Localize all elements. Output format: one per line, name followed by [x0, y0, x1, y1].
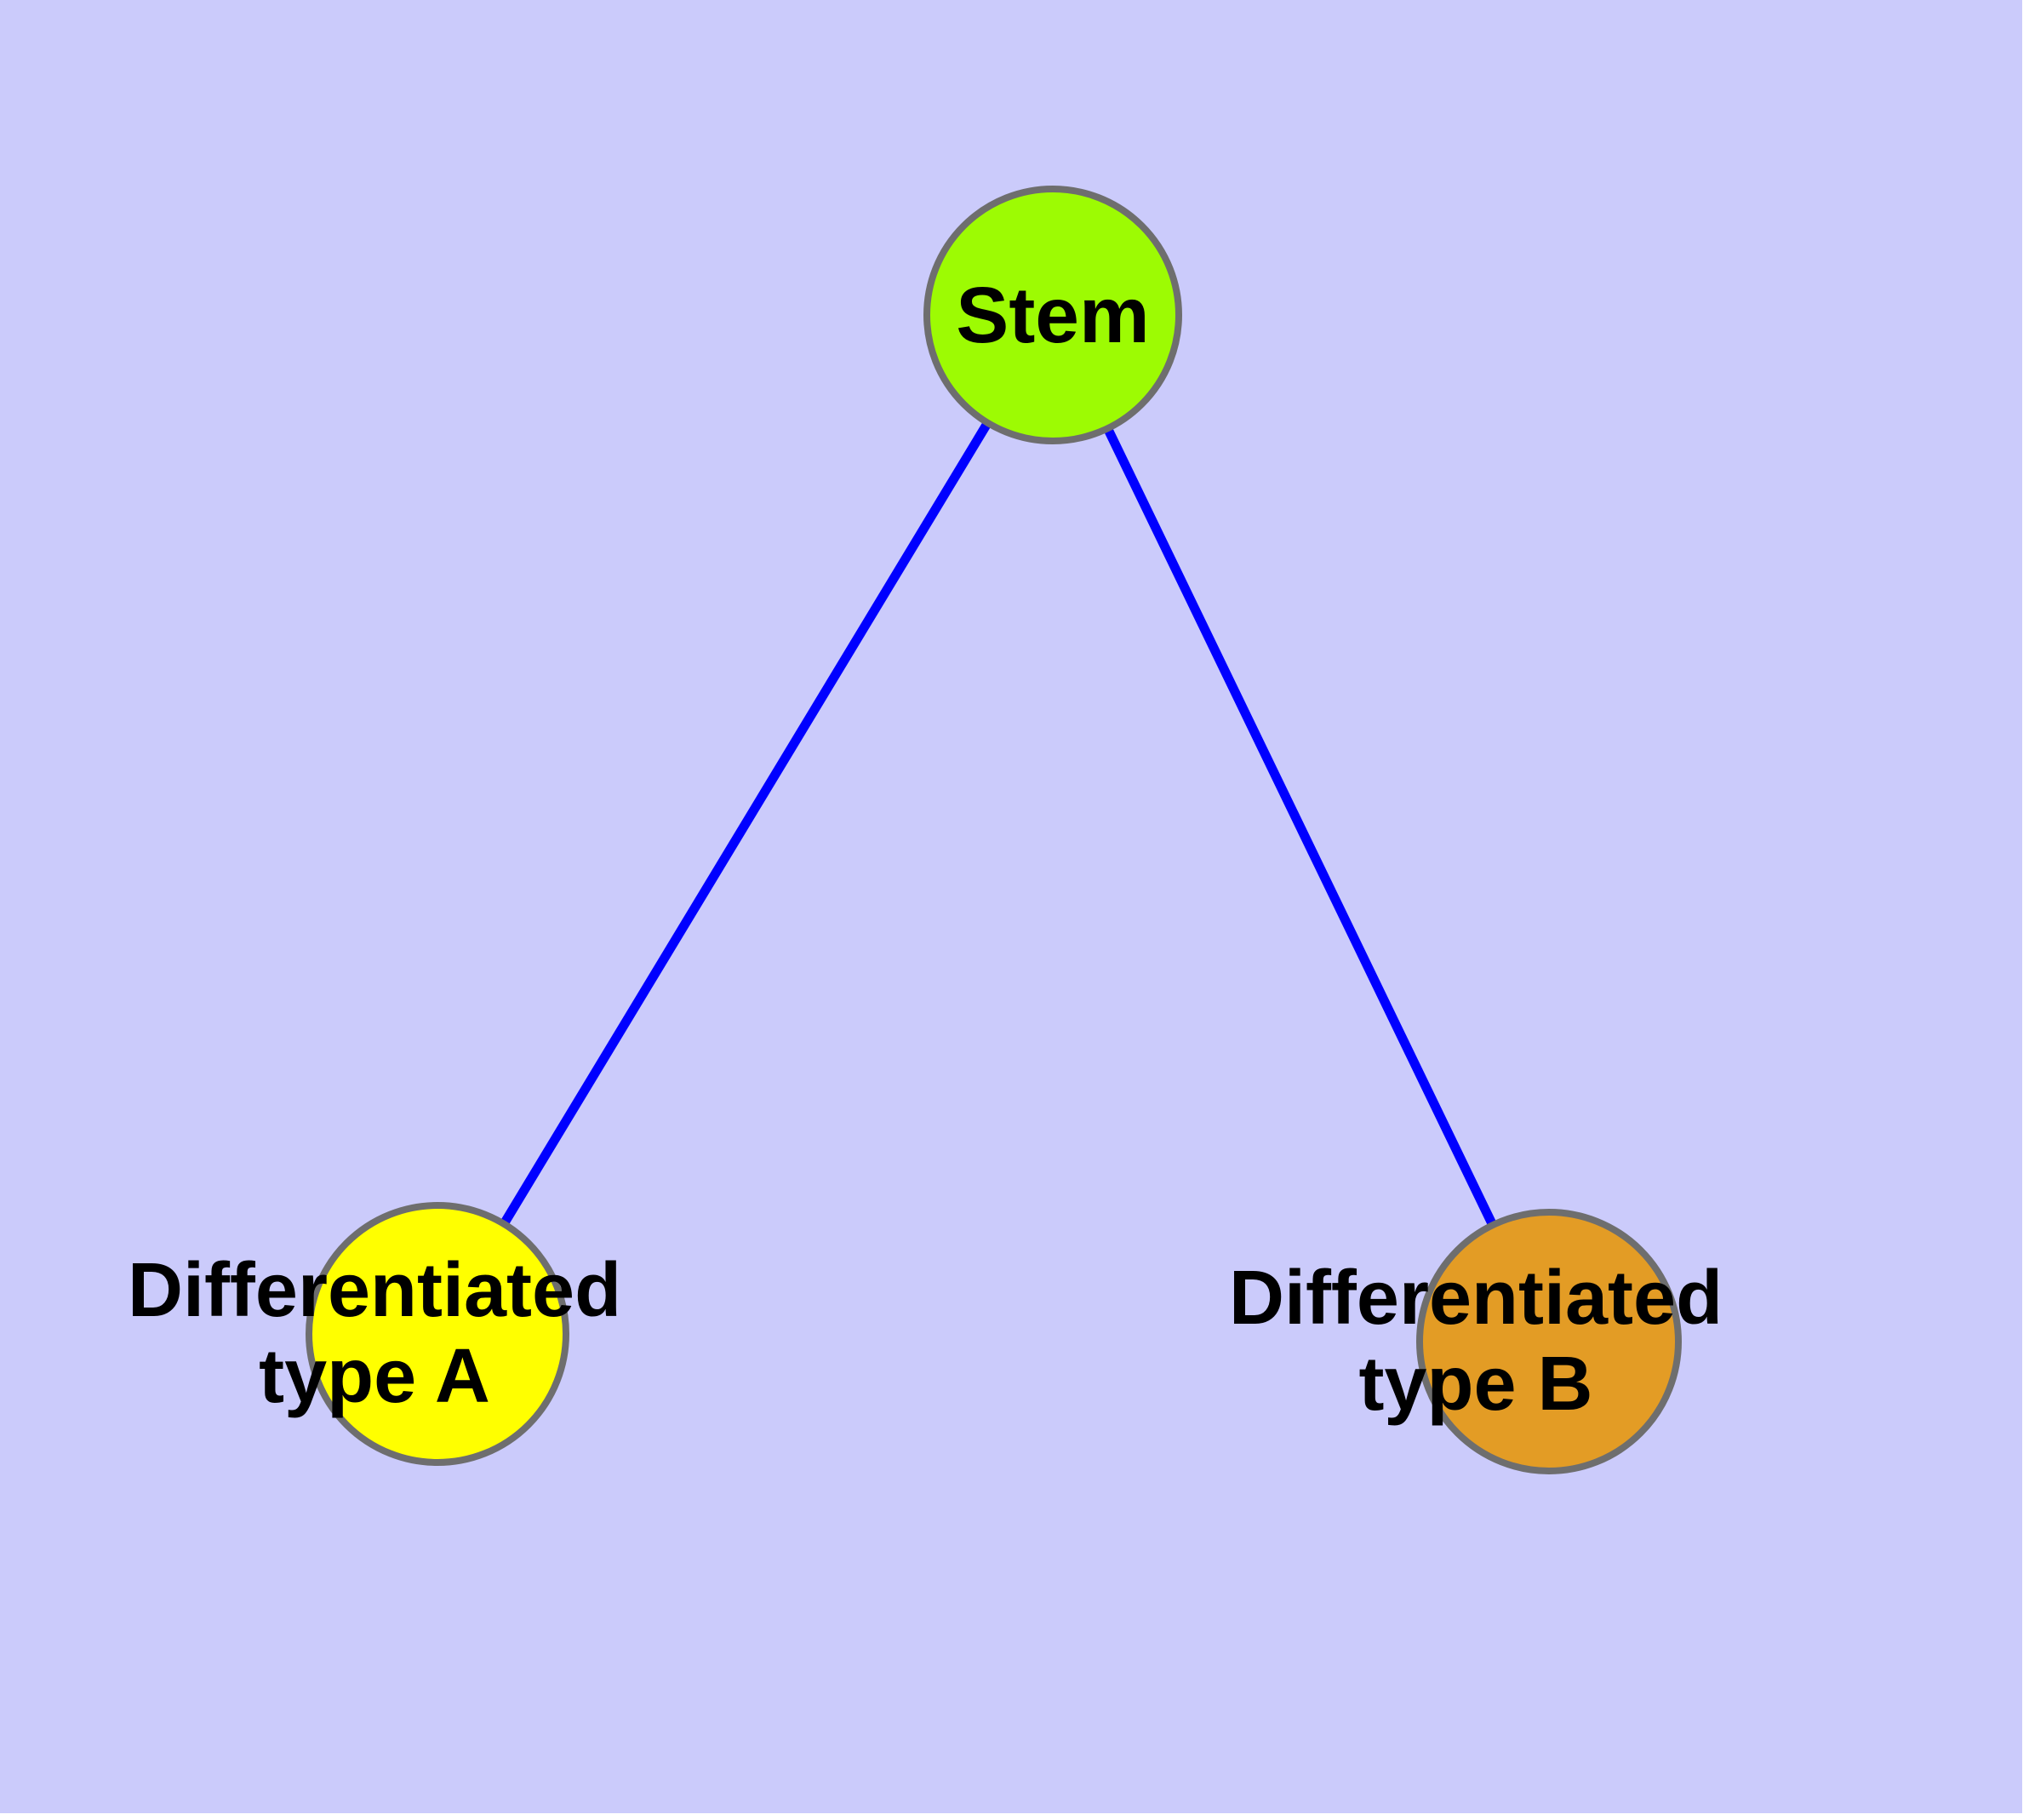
edge-stem-to-differentiated-type-a	[433, 312, 1057, 1336]
node-stem[interactable]	[923, 186, 1182, 444]
edge-layer	[433, 312, 1553, 1344]
node-differentiated-type-b[interactable]	[1416, 1209, 1682, 1474]
node-differentiated-type-a[interactable]	[306, 1202, 569, 1466]
node-layer	[306, 186, 1682, 1474]
edge-stem-to-differentiated-type-b	[1049, 312, 1553, 1344]
